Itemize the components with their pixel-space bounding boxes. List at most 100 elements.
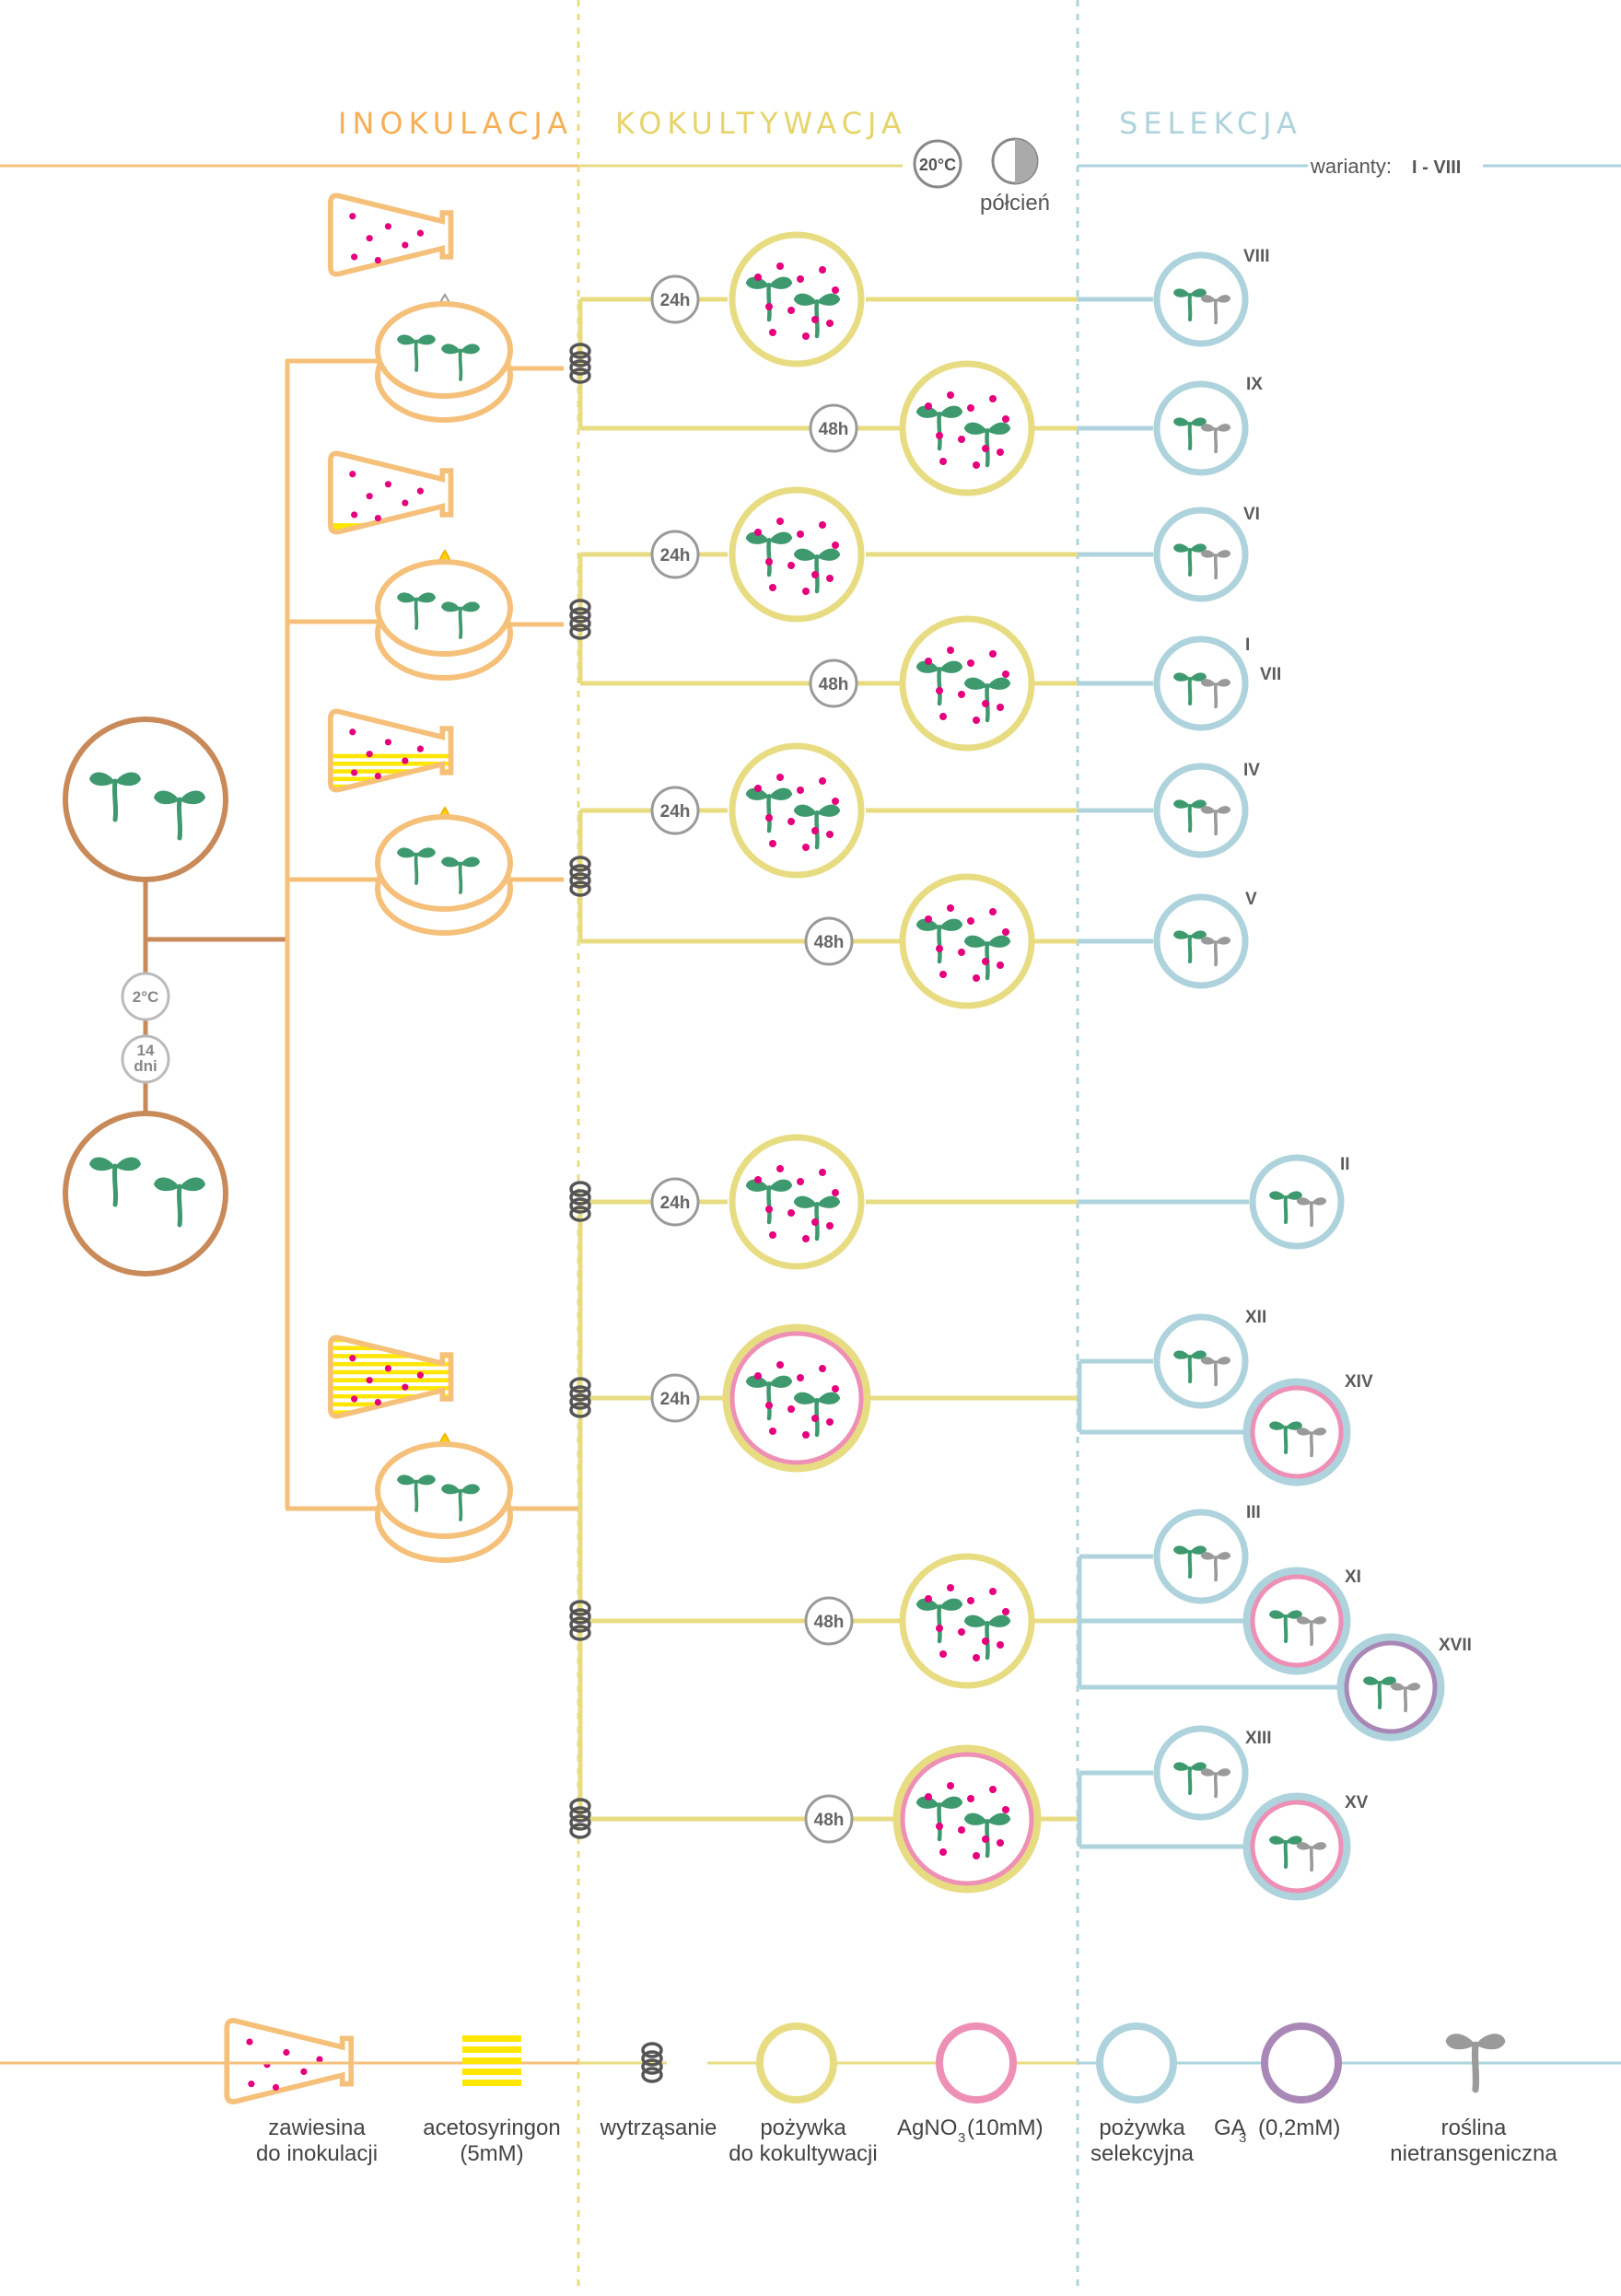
generated-elements: 24h 48h 24h 48h 24h 48h 24h 24h 48h 48h	[227, 195, 1445, 2102]
flask-suspension-2	[327, 453, 454, 535]
cold-days-badge: 14 dni	[121, 1034, 170, 1084]
variants-prefix: warianty:	[1310, 155, 1392, 178]
time-badge-4: 48h	[809, 658, 858, 708]
cocultivation-dish-7	[729, 1134, 865, 1270]
inoculation-dish-3	[375, 814, 513, 936]
selection-dish-xiv	[1242, 1378, 1351, 1486]
legend-suspension-line2: do inokulacji	[256, 2141, 378, 2166]
cocultivation-dish-8	[722, 1323, 871, 1473]
cocultivation-dish-9	[899, 1553, 1035, 1689]
variant-label-v: V	[1245, 890, 1257, 909]
selection-dish-xvii	[1336, 1633, 1445, 1742]
flask-suspension-1	[331, 195, 451, 274]
time-badge-1: 24h	[650, 274, 700, 324]
light-label: półcień	[980, 191, 1050, 216]
legend-ga-conc: (0,2mM)	[1258, 2115, 1340, 2140]
time-badge-10: 48h	[804, 1794, 854, 1844]
legend-agno3-conc: (10mM)	[967, 2115, 1044, 2140]
legend-selective-line1: pożywka	[1099, 2115, 1185, 2140]
legend-selective-line2: selekcyjna	[1090, 2141, 1195, 2166]
selection-dish-xi	[1242, 1567, 1351, 1675]
seed-dish-top	[63, 717, 228, 882]
time-badge-8-label: 24h	[660, 1390, 691, 1409]
time-badge-5-label: 24h	[660, 802, 691, 822]
selection-dish-ix	[1153, 380, 1249, 476]
variant-label-xii: XII	[1245, 1308, 1266, 1327]
time-badge-4-label: 48h	[819, 675, 849, 694]
selection-dish-ii	[1249, 1154, 1345, 1250]
variant-label-xv: XV	[1345, 1793, 1369, 1812]
legend-agno3-sub: 3	[958, 2130, 965, 2146]
cold-temperature: 2°C	[133, 988, 159, 1006]
phase-cocultivation: KOKULTYWACJA	[615, 106, 907, 141]
legend-aceto-line2: (5mM)	[460, 2141, 523, 2166]
variant-label-xi: XI	[1345, 1568, 1361, 1587]
cocultivation-dish-4	[899, 615, 1035, 752]
selection-dish-vi	[1153, 507, 1249, 602]
variant-label-xiv: XIV	[1345, 1372, 1373, 1392]
time-badge-6-label: 48h	[814, 933, 845, 952]
cold-days-unit: dni	[134, 1057, 157, 1075]
variant-label-ii: II	[1340, 1155, 1350, 1174]
time-badge-3: 24h	[650, 530, 700, 579]
time-badge-7: 24h	[650, 1177, 700, 1227]
legend-cocult-line1: pożywka	[760, 2115, 846, 2140]
legend-cocult-line2: do kokultywacji	[729, 2141, 877, 2166]
legend-suspension-line1: zawiesina	[268, 2115, 366, 2140]
variant-labels: VIII IX VI I VII IV V II XII XIV III XI …	[1243, 247, 1472, 1812]
variant-label-iv: IV	[1243, 761, 1260, 780]
legend-ga3-swatch	[1261, 2022, 1342, 2104]
variant-label-xvii: XVII	[1439, 1636, 1472, 1655]
legend-aceto-line1: acetosyringon	[423, 2115, 560, 2140]
cold-temperature-badge: 2°C	[121, 972, 170, 1021]
cocultivation-dish-5	[729, 742, 865, 879]
inoculation-dish-1	[375, 301, 513, 423]
time-badge-5: 24h	[650, 786, 700, 835]
variant-label-viii: VIII	[1243, 247, 1270, 266]
variant-label-ix: IX	[1246, 375, 1263, 394]
selection-dish-viii	[1153, 251, 1249, 347]
cocultivation-dish-1	[729, 231, 865, 367]
cocultivation-dish-3	[729, 486, 865, 623]
selection-dish-xiii	[1153, 1725, 1249, 1821]
flask-suspension-4	[327, 1337, 454, 1416]
legend-ga-name: GA	[1214, 2115, 1246, 2140]
time-badge-9: 48h	[804, 1596, 854, 1646]
half-shade-icon	[991, 137, 1039, 185]
time-badge-3-label: 24h	[660, 546, 691, 565]
flask-suspension-3	[327, 711, 454, 789]
legend-selective-swatch	[1096, 2022, 1177, 2104]
time-badge-2: 48h	[809, 403, 858, 453]
selection-dish-iii	[1153, 1509, 1249, 1604]
inoculation-dish-4	[375, 1441, 513, 1563]
legend-plant-line2: nietransgeniczna	[1390, 2141, 1557, 2166]
legend-aceto-swatch	[462, 2035, 521, 2086]
legend-ga-sub: 3	[1239, 2130, 1246, 2146]
legend-shaking: wytrząsanie	[600, 2115, 717, 2140]
header-temperature: 20°C	[919, 156, 956, 174]
selection-dish-xii	[1153, 1313, 1249, 1409]
variant-label-vii: VII	[1260, 665, 1281, 684]
header-bar: INOKULACJA KOKULTYWACJA SELEKCJA 20°C pó…	[0, 106, 1621, 216]
cold-days-number: 14	[137, 1042, 155, 1059]
variant-label-iii: III	[1246, 1503, 1261, 1522]
selection-dish-v	[1153, 893, 1249, 989]
variant-label-i: I	[1245, 635, 1250, 655]
time-badge-7-label: 24h	[660, 1194, 691, 1213]
cocultivation-dish-6	[899, 873, 1035, 1009]
cocultivation-dish-10	[892, 1744, 1042, 1894]
time-badge-9-label: 48h	[814, 1613, 845, 1632]
selection-dish-i-vii	[1153, 635, 1249, 731]
seed-dish-bottom	[63, 1111, 228, 1276]
time-badge-10-label: 48h	[814, 1811, 845, 1830]
legend-agno3-swatch	[936, 2022, 1017, 2104]
phase-selection: SELEKCJA	[1119, 106, 1302, 141]
selection-dish-iv	[1153, 763, 1249, 858]
legend-cocultivation-swatch	[756, 2022, 837, 2104]
inoculation-dish-2	[375, 559, 513, 681]
phase-inoculation: INOKULACJA	[338, 106, 573, 141]
legend: zawiesina do inokulacji acetosyringon (5…	[0, 2022, 1621, 2166]
variants-range: I - VIII	[1412, 157, 1461, 178]
